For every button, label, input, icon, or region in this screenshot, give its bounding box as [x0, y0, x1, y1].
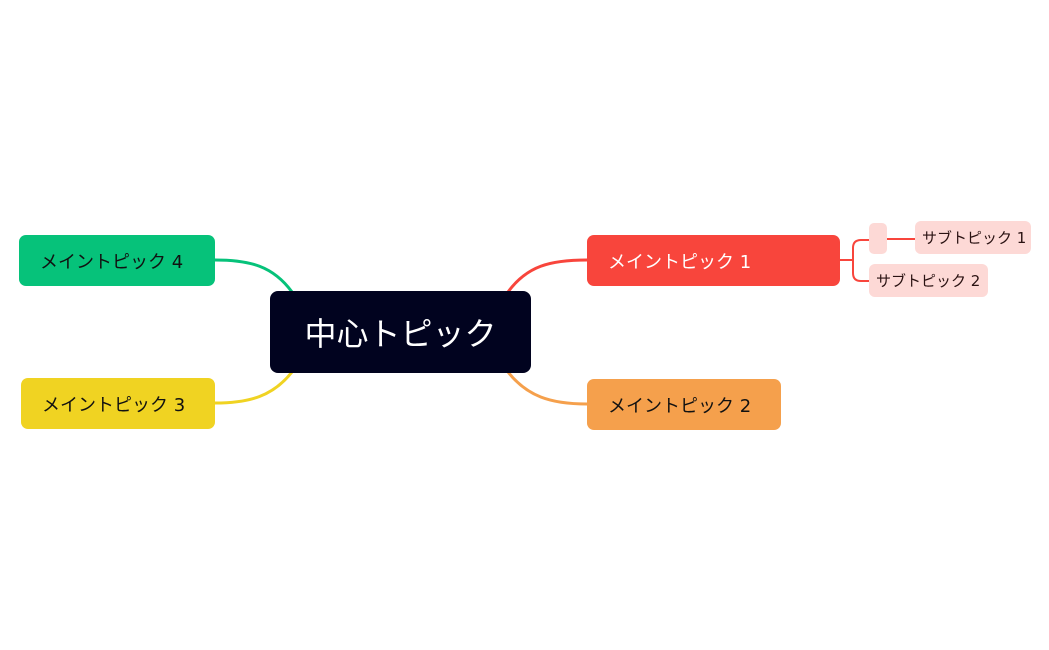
- connector-main-4: [214, 258, 294, 293]
- connector-main-2: [506, 371, 588, 406]
- main-topic-1[interactable]: メイントピック 1: [587, 235, 840, 286]
- sub-topic-1-label: サブトピック 1: [922, 229, 1027, 247]
- sub-topic-2-label: サブトピック 2: [876, 272, 981, 290]
- main-topic-3[interactable]: メイントピック 3: [21, 378, 215, 429]
- connector-main-3: [214, 371, 294, 405]
- main-topic-2-label: メイントピック 2: [608, 395, 752, 417]
- main-topic-1-label: メイントピック 1: [608, 251, 752, 273]
- main-topic-2[interactable]: メイントピック 2: [587, 379, 781, 430]
- main-topic-3-label: メイントピック 3: [42, 394, 186, 416]
- connector-sub-1: [852, 239, 869, 260]
- sub-topic-2[interactable]: サブトピック 2: [869, 264, 988, 297]
- central-topic[interactable]: 中心トピック: [270, 291, 531, 373]
- sub-topic-1[interactable]: サブトピック 1: [915, 221, 1031, 254]
- central-topic-label: 中心トピック: [304, 315, 497, 353]
- sub-topic-placeholder[interactable]: [869, 223, 887, 254]
- main-topic-4-label: メイントピック 4: [40, 251, 184, 273]
- connector-main-1: [506, 258, 588, 293]
- connector-sub-2: [852, 260, 869, 282]
- main-topic-4[interactable]: メイントピック 4: [19, 235, 215, 286]
